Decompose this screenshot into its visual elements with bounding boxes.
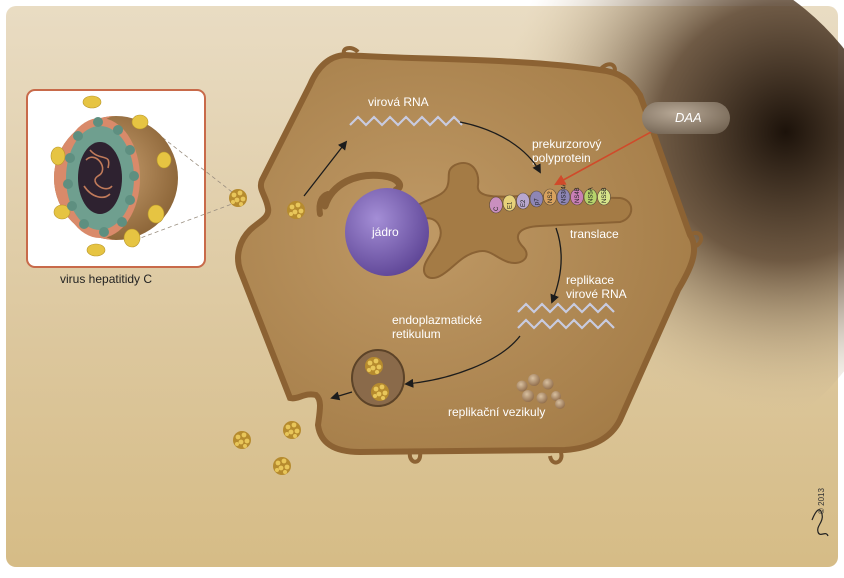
replicated-rna-strand-1 (517, 302, 615, 314)
polyprotein-segments: C E1 E2 p7 NS2 NS3/4A NS4B NS5A NS5B (489, 182, 611, 214)
replication-label-2: virové RNA (566, 287, 627, 301)
replicated-rna-strand-2 (517, 318, 615, 330)
polyprotein-segment-e1 (502, 194, 517, 212)
daa-pill (642, 102, 730, 134)
arrow-entry (303, 140, 348, 197)
polyprotein-segment-label: NS5A (589, 187, 595, 203)
virus-particle-release-2 (283, 421, 301, 439)
copyright-label: © 2013 (817, 488, 826, 514)
hcv-virus-illustration (50, 95, 178, 257)
polyprotein-segment-ns5b (597, 188, 611, 206)
polyprotein-segment-ns3-4a (556, 188, 571, 206)
virus-caption: virus hepatitidy C (60, 272, 152, 286)
precursor-polyprotein-label-2: polyprotein (532, 151, 591, 165)
zoom-guide-lines (134, 115, 233, 241)
replication-vesicles (516, 374, 565, 409)
translation-label: translace (570, 227, 619, 241)
nucleus-label: jádro (371, 225, 399, 239)
arrow-replication (550, 227, 562, 304)
polyprotein-segment-label: NS2 (548, 191, 554, 203)
virus-particle-release-3 (273, 457, 291, 475)
replication-vesicles-label: replikační vezikuly (448, 405, 545, 419)
polyprotein-segment-label: NS5B (602, 187, 608, 203)
nucleus (345, 188, 429, 276)
polyprotein-segment-p7 (529, 190, 544, 208)
polyprotein-segment-label: NS4B (575, 187, 581, 203)
daa-label: DAA (675, 110, 702, 125)
arrow-to-vesicle (404, 335, 521, 388)
arrow-to-polyprotein (459, 121, 541, 174)
virus-particle-release-1 (233, 431, 251, 449)
er-arc-end (316, 191, 331, 217)
replication-label-1: replikace (566, 273, 614, 287)
polyprotein-segment-ns4b (570, 188, 584, 206)
er-label-2: retikulum (392, 327, 441, 341)
polyprotein-segment-ns5a (583, 188, 598, 206)
polyprotein-segment-label: C (494, 206, 500, 211)
polyprotein-segment-c (489, 196, 503, 214)
polyprotein-segment-label: p7 (535, 198, 541, 205)
daa-inhibition-arrow (554, 125, 663, 186)
polyprotein-segment-e2 (516, 192, 530, 210)
viral-rna-strand (349, 115, 463, 127)
virus-particle-entry-2 (287, 201, 305, 219)
secretory-vesicle (351, 349, 405, 407)
polyprotein-segment-ns2 (543, 188, 557, 206)
arrow-release (330, 391, 353, 401)
er-label-1: endoplazmatické (392, 313, 482, 327)
er-arc (321, 171, 403, 210)
polyprotein-segment-label: E1 (508, 201, 514, 209)
cell-edge-protrusions (341, 46, 704, 465)
precursor-polyprotein-label-1: prekurzorový (532, 137, 601, 151)
polyprotein-segment-label: NS3/4A (562, 182, 568, 203)
viral-rna-label: virová RNA (368, 95, 429, 109)
polyprotein-segment-label: E2 (521, 199, 527, 207)
artist-signature (811, 509, 829, 537)
